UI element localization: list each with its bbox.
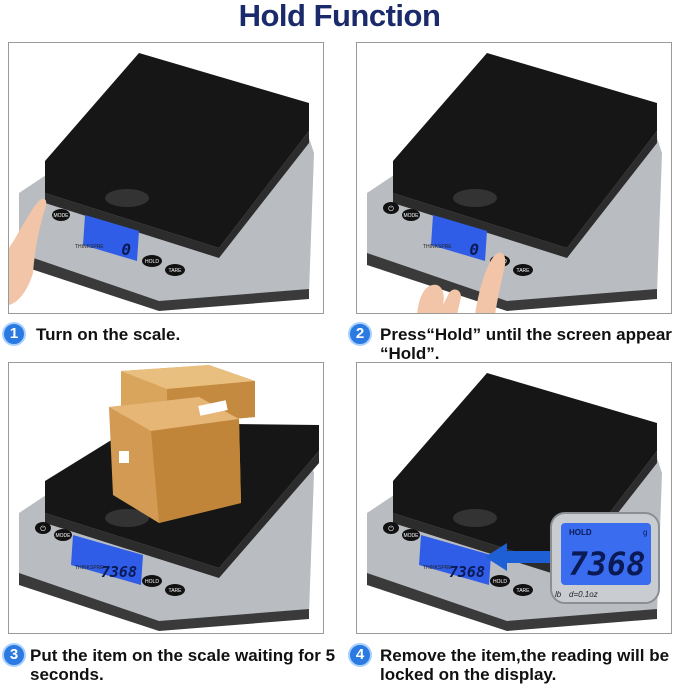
platform-notch: [105, 509, 149, 527]
step-3-image: ⏻ MODE HOLD TARE 7368 THINKSPRE: [8, 362, 324, 634]
zoom-spec-label: d=0.1oz: [569, 590, 598, 599]
power-icon: ⏻: [40, 525, 46, 533]
tare-button[interactable]: [513, 264, 533, 276]
scale-base-edge: [367, 253, 657, 311]
scale-base-edge: [367, 573, 657, 631]
zoomed-display: HOLD g 7368 lb d=0.1oz: [550, 512, 660, 604]
hold-button[interactable]: [142, 255, 162, 267]
step-1-image: MODE HOLD TARE 0 THINKSPRE: [8, 42, 324, 314]
scale-base-edge: [19, 573, 309, 631]
step-1-badge: 1: [2, 322, 26, 346]
scale-platform-edge: [45, 131, 309, 258]
tare-button-label: TARE: [517, 268, 531, 274]
brand-label: THINKSPRE: [75, 244, 104, 250]
hold-button-label: HOLD: [145, 579, 159, 585]
power-button[interactable]: [35, 522, 51, 534]
power-icon: ⏻: [388, 205, 394, 213]
lcd-display: [419, 535, 491, 585]
step-1-text: Turn on the scale.: [36, 325, 181, 344]
brand-label: THINKSPRE: [423, 244, 452, 250]
arrow-icon: [485, 543, 557, 571]
lcd-display: [431, 215, 487, 261]
lcd-reading: 0: [469, 240, 479, 259]
lcd-reading: 7368: [101, 563, 137, 581]
zoom-hold-label: HOLD: [569, 528, 592, 537]
hold-button-label: HOLD: [145, 259, 159, 265]
step-3-badge: 3: [2, 643, 26, 667]
hold-button[interactable]: [490, 575, 510, 587]
mode-button-label: MODE: [54, 213, 70, 219]
brand-label: THINKSPRE: [423, 565, 452, 571]
step-2-badge: 2: [348, 322, 372, 346]
lcd-display: [83, 215, 139, 261]
brand-label: THINKSPRE: [75, 565, 104, 571]
mode-button[interactable]: [402, 529, 420, 541]
page-title: Hold Function: [238, 0, 441, 33]
mode-button-label: MODE: [404, 533, 420, 539]
step-2-text: Press“Hold” until the screen appear “Hol…: [380, 325, 672, 363]
cardboard-boxes-image: [109, 365, 255, 523]
zoom-reading: 7368: [568, 545, 645, 583]
zoom-unit-label: g: [643, 528, 647, 537]
tare-button[interactable]: [165, 584, 185, 596]
mode-button[interactable]: [402, 209, 420, 221]
finger-image: [475, 252, 506, 313]
lcd-display: [71, 535, 143, 585]
mode-button-label: MODE: [56, 533, 72, 539]
scale-platform-edge: [393, 131, 657, 258]
hold-button[interactable]: [142, 575, 162, 587]
hold-button-label: HOLD: [493, 579, 507, 585]
tare-button-label: TARE: [517, 588, 531, 594]
step-4-image: ⏻ MODE HOLD TARE 7368 THINKSPRE HOLD g 7…: [356, 362, 672, 634]
step-4-badge: 4: [348, 643, 372, 667]
step-3-text: Put the item on the scale waiting for 5 …: [30, 646, 336, 684]
mode-button[interactable]: [54, 529, 72, 541]
power-button[interactable]: [383, 522, 399, 534]
lcd-reading: 7368: [449, 563, 485, 581]
zoom-lb-label: lb: [555, 590, 562, 599]
tare-button[interactable]: [513, 584, 533, 596]
platform-notch: [105, 189, 149, 207]
tare-button-label: TARE: [169, 588, 183, 594]
lcd-reading: 0: [121, 240, 131, 259]
scale-base-edge: [19, 253, 309, 311]
step-4-text: Remove the item,the reading will be lock…: [380, 646, 670, 684]
hand-image: [417, 284, 461, 313]
platform-notch: [453, 509, 497, 527]
step-2-image: ⏻ MODE HOLD TARE 0 THINKSPRE: [356, 42, 672, 314]
platform-notch: [453, 189, 497, 207]
finger-image: [9, 198, 47, 305]
mode-button-label: MODE: [404, 213, 420, 219]
power-icon: ⏻: [388, 525, 394, 533]
tare-button-label: TARE: [169, 268, 183, 274]
mode-button[interactable]: [52, 209, 70, 221]
tare-button[interactable]: [165, 264, 185, 276]
power-button[interactable]: [383, 202, 399, 214]
